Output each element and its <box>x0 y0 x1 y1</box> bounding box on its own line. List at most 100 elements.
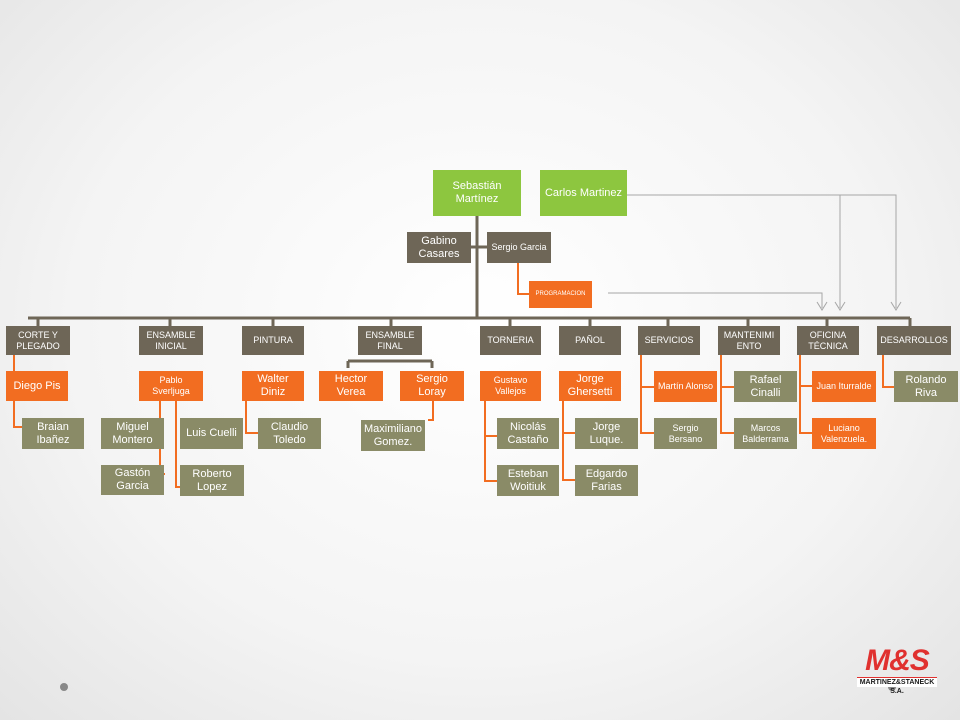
node-braian-ibanez[interactable]: Braian Ibañez <box>22 418 84 449</box>
connector-line <box>799 386 812 434</box>
node-label: ENSAMBLE FINAL <box>365 329 415 351</box>
node-label: Miguel Montero <box>112 420 153 446</box>
node-label: PAÑOL <box>575 335 605 345</box>
node-label: Hector Verea <box>334 373 368 398</box>
connector-line <box>517 262 529 295</box>
node-label: Jorge Ghersetti <box>567 373 613 398</box>
node-label: PROGRAMACION <box>535 291 586 297</box>
node-gaston-garcia[interactable]: Gastón Garcia <box>101 465 164 495</box>
node-label: Jorge Luque. <box>589 420 624 446</box>
node-label: Gastón Garcia <box>114 467 151 492</box>
connector-line <box>640 387 654 434</box>
node-label: Braian Ibañez <box>36 420 70 446</box>
node-walter-diniz[interactable]: Walter Diniz <box>242 371 304 401</box>
node-edgardo-farias[interactable]: Edgardo Farias <box>575 465 638 496</box>
node-label: SERVICIOS <box>644 335 694 345</box>
node-sergio-garcia[interactable]: Sergio Garcia <box>487 232 551 263</box>
connector-line <box>799 354 812 387</box>
logo-company-name: MARTINEZ&STANECK S.A. <box>857 677 937 695</box>
node-programacion[interactable]: PROGRAMACION <box>529 281 592 308</box>
dept-oficina-tecnica[interactable]: OFICINA TÉCNICA <box>797 326 859 355</box>
node-label: Luciano Valenzuela. <box>820 422 868 444</box>
dept-desarrollos[interactable]: DESARROLLOS <box>877 326 951 355</box>
arrowhead <box>834 301 846 311</box>
node-label: Sergio Loray <box>416 373 448 398</box>
node-label: PINTURA <box>253 335 293 345</box>
node-roberto-lopez[interactable]: Roberto Lopez <box>180 465 244 496</box>
node-label: Rafael Cinalli <box>749 373 782 399</box>
node-label: Claudio Toledo <box>270 420 309 446</box>
node-label: Sergio Garcia <box>491 242 547 252</box>
node-label: TORNERIA <box>487 335 534 345</box>
node-hector-verea[interactable]: Hector Verea <box>319 371 383 401</box>
dept-pintura[interactable]: PINTURA <box>242 326 304 355</box>
node-miguel-montero[interactable]: Miguel Montero <box>101 418 164 449</box>
arrowhead <box>890 301 902 311</box>
node-label: Pablo Sverljuga <box>152 375 190 396</box>
node-label: OFICINA TÉCNICA <box>808 329 848 351</box>
node-jorge-ghersetti[interactable]: Jorge Ghersetti <box>559 371 621 401</box>
node-gustavo-vallejos[interactable]: Gustavo Vallejos <box>480 371 541 401</box>
node-label: Luis Cuelli <box>186 427 237 439</box>
node-label: Nicolás Castaño <box>507 420 549 446</box>
node-label: Juan Iturralde <box>816 381 872 391</box>
connector-line <box>562 400 575 434</box>
node-label: Diego Pis <box>13 379 61 392</box>
connector-line <box>484 436 497 482</box>
node-label: Gabino Casares <box>418 234 460 260</box>
node-label: Roberto Lopez <box>192 467 232 493</box>
dept-servicios[interactable]: SERVICIOS <box>638 326 700 355</box>
node-luciano-valenzuela[interactable]: Luciano Valenzuela. <box>812 418 876 449</box>
connector-line <box>428 400 434 421</box>
slide-dot-right <box>888 683 896 691</box>
arrowhead <box>816 301 828 311</box>
connector-line <box>175 400 180 488</box>
node-diego-pis[interactable]: Diego Pis <box>6 371 68 401</box>
connector-line <box>245 400 258 434</box>
node-gabino-casares[interactable]: Gabino Casares <box>407 232 471 263</box>
node-rafael-cinalli[interactable]: Rafael Cinalli <box>734 371 797 402</box>
node-martin-alonso[interactable]: Martín Alonso <box>654 371 717 402</box>
connector-line <box>882 354 894 388</box>
dept-corte-y-plegado[interactable]: CORTE Y PLEGADO <box>6 326 70 355</box>
connector-line <box>484 400 497 437</box>
node-label: Martín Alonso <box>657 381 714 391</box>
node-label: ENSAMBLE INICIAL <box>146 329 196 351</box>
node-juan-iturralde[interactable]: Juan Iturralde <box>812 371 876 402</box>
arrow-line <box>608 292 823 308</box>
dept-mantenimiento[interactable]: MANTENIMIENTO <box>718 326 780 355</box>
node-sebastian-martinez[interactable]: Sebastián Martínez <box>433 170 521 216</box>
node-claudio-toledo[interactable]: Claudio Toledo <box>258 418 321 449</box>
connector-line <box>720 387 734 434</box>
node-label: CORTE Y PLEGADO <box>16 329 60 351</box>
slide-dot-left <box>60 683 68 691</box>
node-maximiliano-gomez[interactable]: Maximiliano Gomez. <box>361 420 425 451</box>
dept-ensamble-final[interactable]: ENSAMBLE FINAL <box>358 326 422 355</box>
node-label: Marcos Balderrama <box>742 422 789 444</box>
node-label: Esteban Woitiuk <box>507 467 549 493</box>
node-luis-cuelli[interactable]: Luis Cuelli <box>180 418 243 449</box>
arrow-line <box>627 194 897 308</box>
node-nicolas-castano[interactable]: Nicolás Castaño <box>497 418 559 449</box>
node-pablo-sverljuga[interactable]: Pablo Sverljuga <box>139 371 203 401</box>
node-marcos-balderrama[interactable]: Marcos Balderrama <box>734 418 797 449</box>
brown-connectors <box>28 215 912 368</box>
node-rolando-riva[interactable]: Rolando Riva <box>894 371 958 402</box>
node-sergio-loray[interactable]: Sergio Loray <box>400 371 464 401</box>
dept-torneria[interactable]: TORNERIA <box>480 326 541 355</box>
connector-line <box>562 433 575 481</box>
logo-mark: M&S <box>865 644 930 677</box>
connector-line <box>720 354 734 388</box>
node-sergio-bersano[interactable]: Sergio Bersano <box>654 418 717 449</box>
node-jorge-luque[interactable]: Jorge Luque. <box>575 418 638 449</box>
node-label: MANTENIMIENTO <box>723 329 775 351</box>
node-label: Maximiliano Gomez. <box>363 422 423 448</box>
dept-ensamble-inicial[interactable]: ENSAMBLE INICIAL <box>139 326 203 355</box>
node-carlos-martinez[interactable]: Carlos Martinez <box>540 170 627 216</box>
grey-arrows <box>608 194 902 311</box>
connector-line <box>640 354 654 388</box>
node-label: Sergio Bersano <box>668 422 703 444</box>
node-esteban-woitiuk[interactable]: Esteban Woitiuk <box>497 465 559 496</box>
dept-panol[interactable]: PAÑOL <box>559 326 621 355</box>
